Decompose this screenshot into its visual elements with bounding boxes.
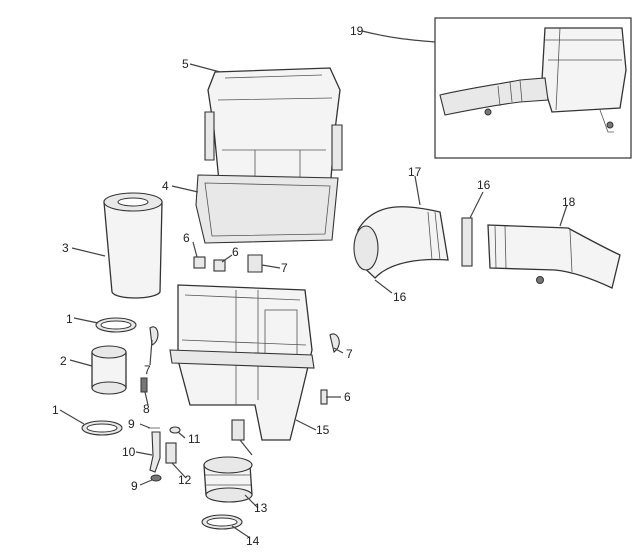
callout-11: 11: [188, 432, 201, 446]
drain-tube: [149, 431, 161, 473]
pad-6a: [193, 256, 206, 269]
snorkel-duct: [487, 224, 621, 289]
callout-3: 3: [62, 241, 69, 255]
bracket-7-left: [149, 326, 159, 346]
callout-9b: 9: [131, 479, 138, 493]
callout-15: 15: [316, 423, 330, 437]
callout-6a: 6: [183, 231, 190, 245]
callout-7a: 7: [281, 261, 288, 275]
clip-9-lower: [150, 474, 162, 482]
callout-labels: 1 2 3 4 5 6 6 7 7 7 8 9 9 10 11 12 13 14…: [52, 24, 576, 548]
callout-1b: 1: [52, 403, 59, 417]
intake-boot: [203, 456, 253, 503]
callout-1a: 1: [66, 312, 73, 326]
fitting-12: [165, 442, 177, 464]
gasket: [195, 174, 339, 244]
callout-5: 5: [182, 57, 189, 71]
callout-14: 14: [246, 534, 260, 548]
seal-16-upper: [461, 217, 473, 267]
callout-12: 12: [178, 473, 192, 487]
callout-6b: 6: [232, 245, 239, 259]
callout-16a: 16: [393, 290, 407, 304]
inlet-duct: [353, 206, 449, 279]
callout-7c: 7: [346, 347, 353, 361]
airbox-housing: [169, 284, 315, 441]
airbox-cover: [204, 67, 343, 193]
callout-7b: 7: [144, 363, 151, 377]
callout-6c: 6: [344, 390, 351, 404]
callout-19: 19: [350, 24, 364, 38]
callout-16b: 16: [477, 178, 491, 192]
fitting-7b: [231, 419, 245, 441]
callout-17: 17: [408, 165, 422, 179]
clip-11: [169, 426, 181, 434]
fitting-7a: [247, 254, 263, 273]
coupler-sleeve: [91, 345, 127, 395]
inset-frame: [434, 17, 632, 159]
callout-4: 4: [162, 179, 169, 193]
callout-18: 18: [562, 195, 576, 209]
callout-9a: 9: [128, 417, 135, 431]
air-filter-element: [103, 192, 163, 299]
pad-6b: [213, 259, 226, 272]
callout-13: 13: [254, 501, 268, 515]
callout-8: 8: [143, 402, 150, 416]
callout-2: 2: [60, 354, 67, 368]
pin-8: [140, 377, 148, 393]
leader-lines: [59, 30, 568, 539]
callout-10: 10: [122, 445, 136, 459]
bracket-7-right: [329, 333, 340, 353]
inset-assembly: [439, 27, 627, 133]
